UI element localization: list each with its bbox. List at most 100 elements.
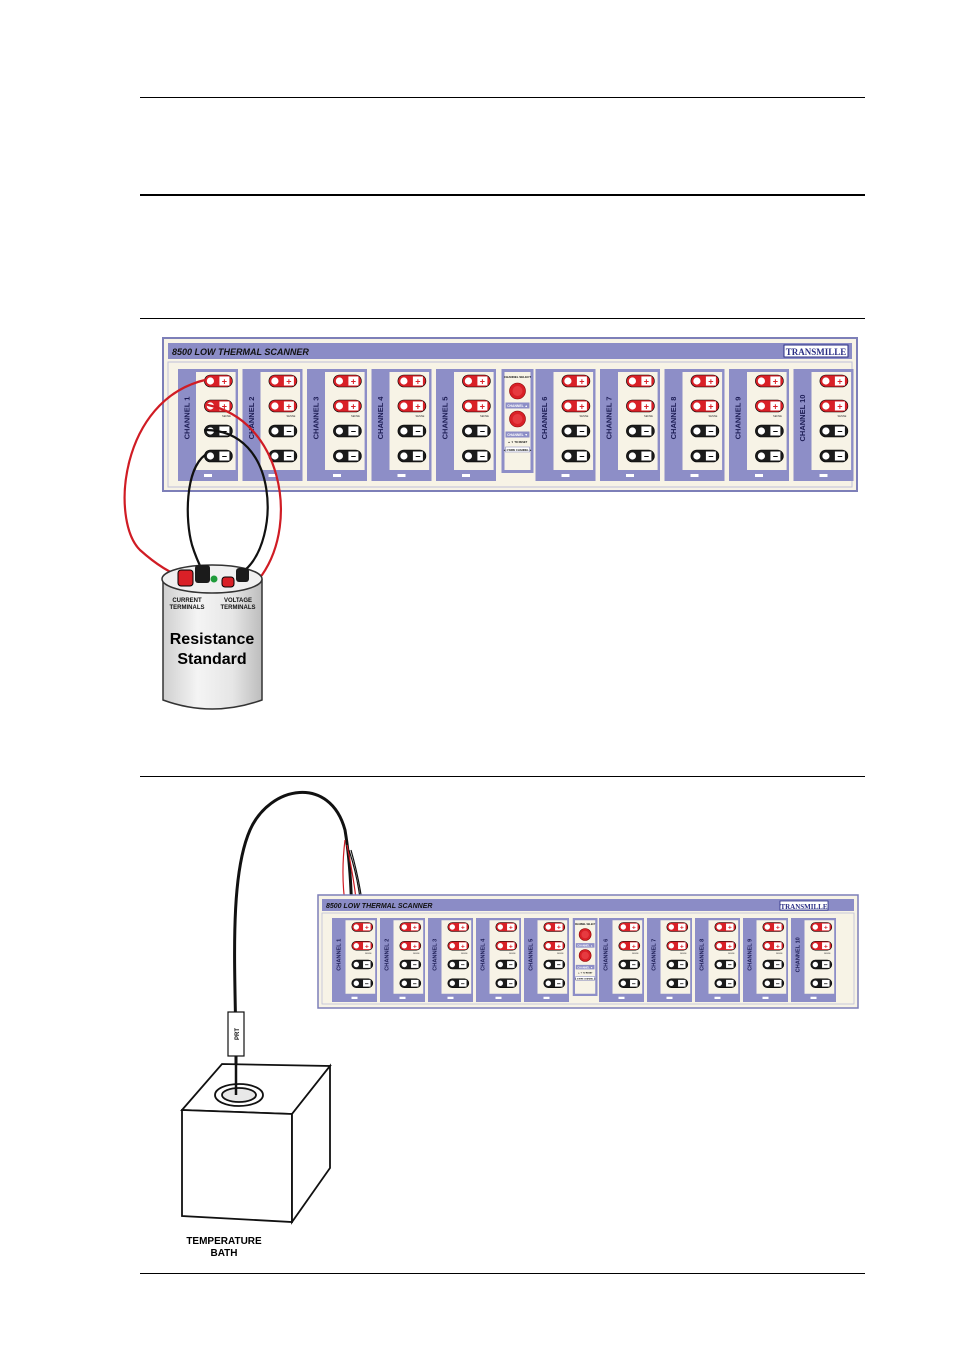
plus-symbol: + [509,943,513,950]
minus-symbol: − [480,426,485,436]
terminal-hole [271,427,279,435]
channel-label: CHANNEL 1 [182,397,191,440]
minus-symbol: − [680,962,684,969]
up-button-label-bg [505,402,530,409]
sense-label: SENSE [480,414,489,418]
polarity-box [770,401,781,411]
terminal-hole [628,427,637,435]
sense-label: SENSE [509,953,516,955]
plus-symbol: + [557,943,561,950]
channel-indicator [618,996,625,999]
terminal-hole [693,402,701,410]
channel-label: CHANNEL 8 [700,939,706,971]
channel-2: CHANNEL 2++SENSE−− [380,918,425,1002]
up-button-label-bg [575,943,595,948]
terminal-hole [401,943,407,949]
polarity-box [348,376,359,386]
minus-symbol: − [413,981,417,988]
minus-symbol: − [644,451,649,461]
channel-indicator [762,996,769,999]
polarity-box [822,942,830,950]
channel-label: CHANNEL 5 [440,397,449,440]
terminal-hole [716,980,722,986]
sense-label: SENSE [222,414,231,418]
channel-group: CHANNEL 1++SENSE−−CHANNEL 2++SENSE−−CHAN… [332,918,836,1002]
down-button-label-bg [575,964,595,970]
polarity-box [459,942,467,950]
terminal-hole [335,452,343,460]
channel-label: CHANNEL 3 [433,939,439,971]
terminal-hole [497,924,503,930]
channel-indicator [495,996,502,999]
polarity-box [678,979,686,987]
channel-label: CHANNEL 8 [669,397,678,440]
red-wire-left [123,378,207,580]
minus-symbol: − [365,962,369,969]
terminal-hole [497,980,503,986]
terminal-hole [764,943,770,949]
channel-label: CHANNEL 2 [247,397,256,440]
sense-label: SENSE [365,953,372,955]
channel-label: CHANNEL 5 [529,939,535,971]
terminal-hole [693,377,701,385]
prt-probe-label: PRT [235,1028,241,1040]
terminal-hole [812,961,818,968]
channel-8: CHANNEL 8++SENSE−− [695,918,740,1002]
sense-label: SENSE [776,953,783,955]
minus-symbol: − [222,426,227,436]
terminal-hole [271,402,279,410]
plus-symbol: + [776,943,780,950]
terminal-hole [620,961,626,968]
channel-3: CHANNEL 3++SENSE−− [428,918,473,1002]
down-button-label-bg [505,431,530,438]
sense-label: SENSE [580,414,589,418]
polarity-box [555,942,563,950]
terminal-hole [668,961,674,968]
plus-symbol: + [773,401,778,411]
polarity-box [822,961,830,968]
channel-indicator [447,996,454,999]
channel-label: CHANNEL 1 [337,939,343,971]
wire-option-box [505,446,530,453]
plus-symbol: + [461,925,465,932]
polarity-box [219,451,230,461]
down-button-label: CHANNEL ▼ [507,433,528,437]
terminal-hole [400,377,408,385]
polarity-box [555,961,563,968]
polarity-box [726,942,734,950]
channel-indicator [399,996,406,999]
terminal-hole [464,427,472,435]
sense-label: SENSE [413,953,420,955]
minus-symbol: − [776,962,780,969]
minus-symbol: − [680,981,684,988]
polarity-box [219,376,230,386]
reset-hint: ▲ ▼ TO RESET [578,972,593,975]
plus-symbol: + [222,376,227,386]
polarity-box [283,426,294,436]
terminal-hole [206,377,214,385]
polarity-box [774,961,782,968]
channel-label: CHANNEL 6 [604,939,610,971]
terminal-hole [564,452,572,460]
current-terminal-red [177,569,194,587]
minus-symbol: − [461,981,465,988]
polarity-box [705,376,716,386]
polarity-box [678,942,686,950]
plus-symbol: + [680,943,684,950]
polarity-box [507,961,515,968]
polarity-box [555,923,563,931]
channel-5: CHANNEL 5++SENSE−− [436,369,496,481]
plus-symbol: + [351,376,356,386]
resistance-standard: CURRENT TERMINALS VOLTAGE TERMINALS Resi… [161,564,263,710]
section-rule [140,194,865,196]
scanner-panel-1: 8500 LOW THERMAL SCANNER TRANSMILLE CHAN… [162,337,858,492]
terminal-hole [449,961,455,968]
reset-hint: ▲ ▼ TO RESET [508,440,528,444]
channel-4: CHANNEL 4++SENSE−− [371,369,432,481]
terminal-hole [693,427,701,435]
polarity-box [770,426,781,436]
channel-indicator [397,474,406,477]
polarity-box [770,376,781,386]
plus-symbol: + [579,401,584,411]
polarity-box [678,961,686,968]
